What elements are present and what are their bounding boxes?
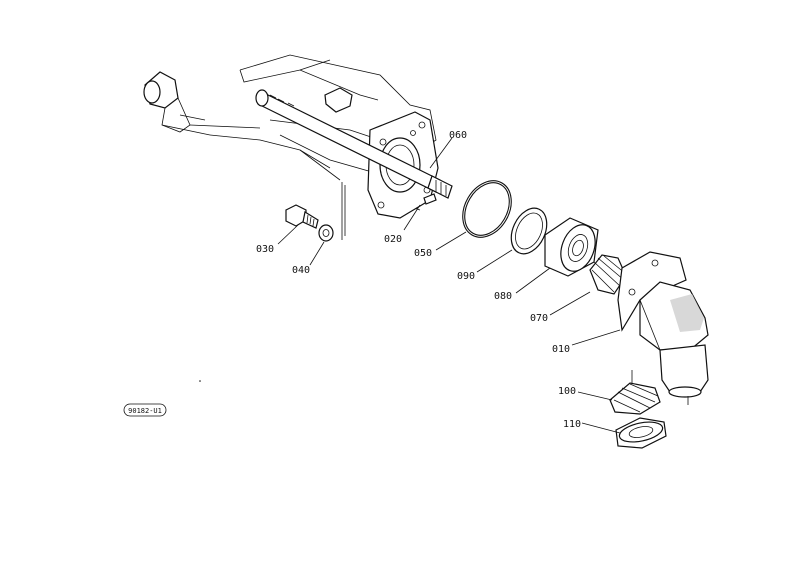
label-050: 050 — [414, 248, 432, 259]
nut — [318, 224, 334, 242]
label-070: 070 — [530, 313, 548, 324]
bearing — [544, 217, 599, 277]
speck — [199, 380, 201, 382]
part-labels: 060 020 030 040 050 090 080 070 010 100 … — [256, 130, 581, 430]
label-040: 040 — [292, 265, 310, 276]
label-100: 100 — [558, 386, 576, 397]
stamp-text: 90182-U1 — [128, 407, 162, 415]
label-060: 060 — [449, 130, 467, 141]
label-090: 090 — [457, 271, 475, 282]
label-010: 010 — [552, 344, 570, 355]
bevel-gear-lower — [609, 370, 661, 415]
label-080: 080 — [494, 291, 512, 302]
pin — [423, 193, 437, 205]
o-ring — [462, 180, 512, 238]
lower-bearing — [615, 417, 667, 449]
axle-shaft — [255, 89, 453, 199]
reference-stamp: 90182-U1 — [123, 403, 167, 417]
label-020: 020 — [384, 234, 402, 245]
bolt — [285, 204, 319, 229]
label-030: 030 — [256, 244, 274, 255]
label-110: 110 — [563, 419, 581, 430]
leader-lines — [277, 137, 621, 434]
final-drive-case — [617, 251, 709, 405]
axle-housing — [179, 54, 439, 240]
pedal-lever — [143, 71, 211, 136]
seal-ring — [510, 207, 548, 255]
